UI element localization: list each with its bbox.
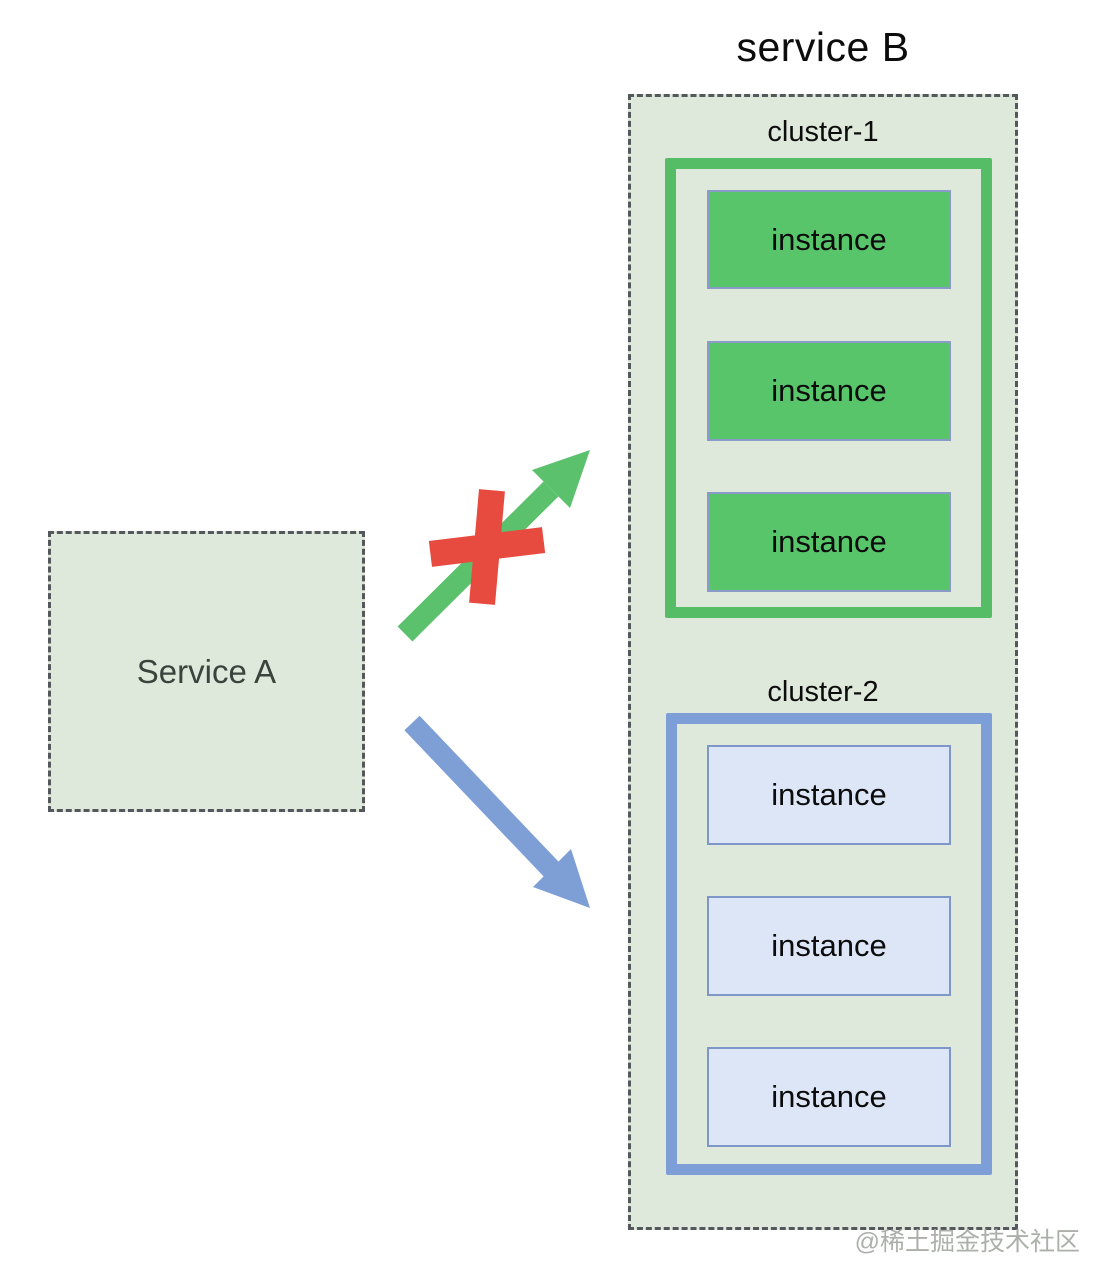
service-a-label: Service A [136, 652, 277, 690]
cluster-2-box [666, 713, 992, 1175]
cluster-2-instance-box: instance [707, 1047, 951, 1147]
cluster-1-instance-box: instance [707, 190, 951, 289]
cluster-2-instance-box: instance [707, 896, 951, 996]
arrow-to-cluster-1-icon [397, 450, 590, 642]
service-b-title: service B [736, 24, 910, 70]
service-a-box: Service A [48, 531, 365, 812]
cluster-1-box [665, 158, 992, 618]
cluster-2-label: cluster-2 [767, 676, 879, 708]
cross-out-x-icon [428, 489, 546, 605]
cluster-1-instance-box: instance [707, 492, 951, 592]
cluster-1-instance-box: instance [707, 341, 951, 441]
cluster-2-instance-box: instance [707, 745, 951, 845]
watermark: @稀土掘金技术社区 [854, 1228, 1080, 1256]
cluster-1-label: cluster-1 [767, 116, 879, 148]
arrow-to-cluster-2-icon [404, 715, 590, 908]
